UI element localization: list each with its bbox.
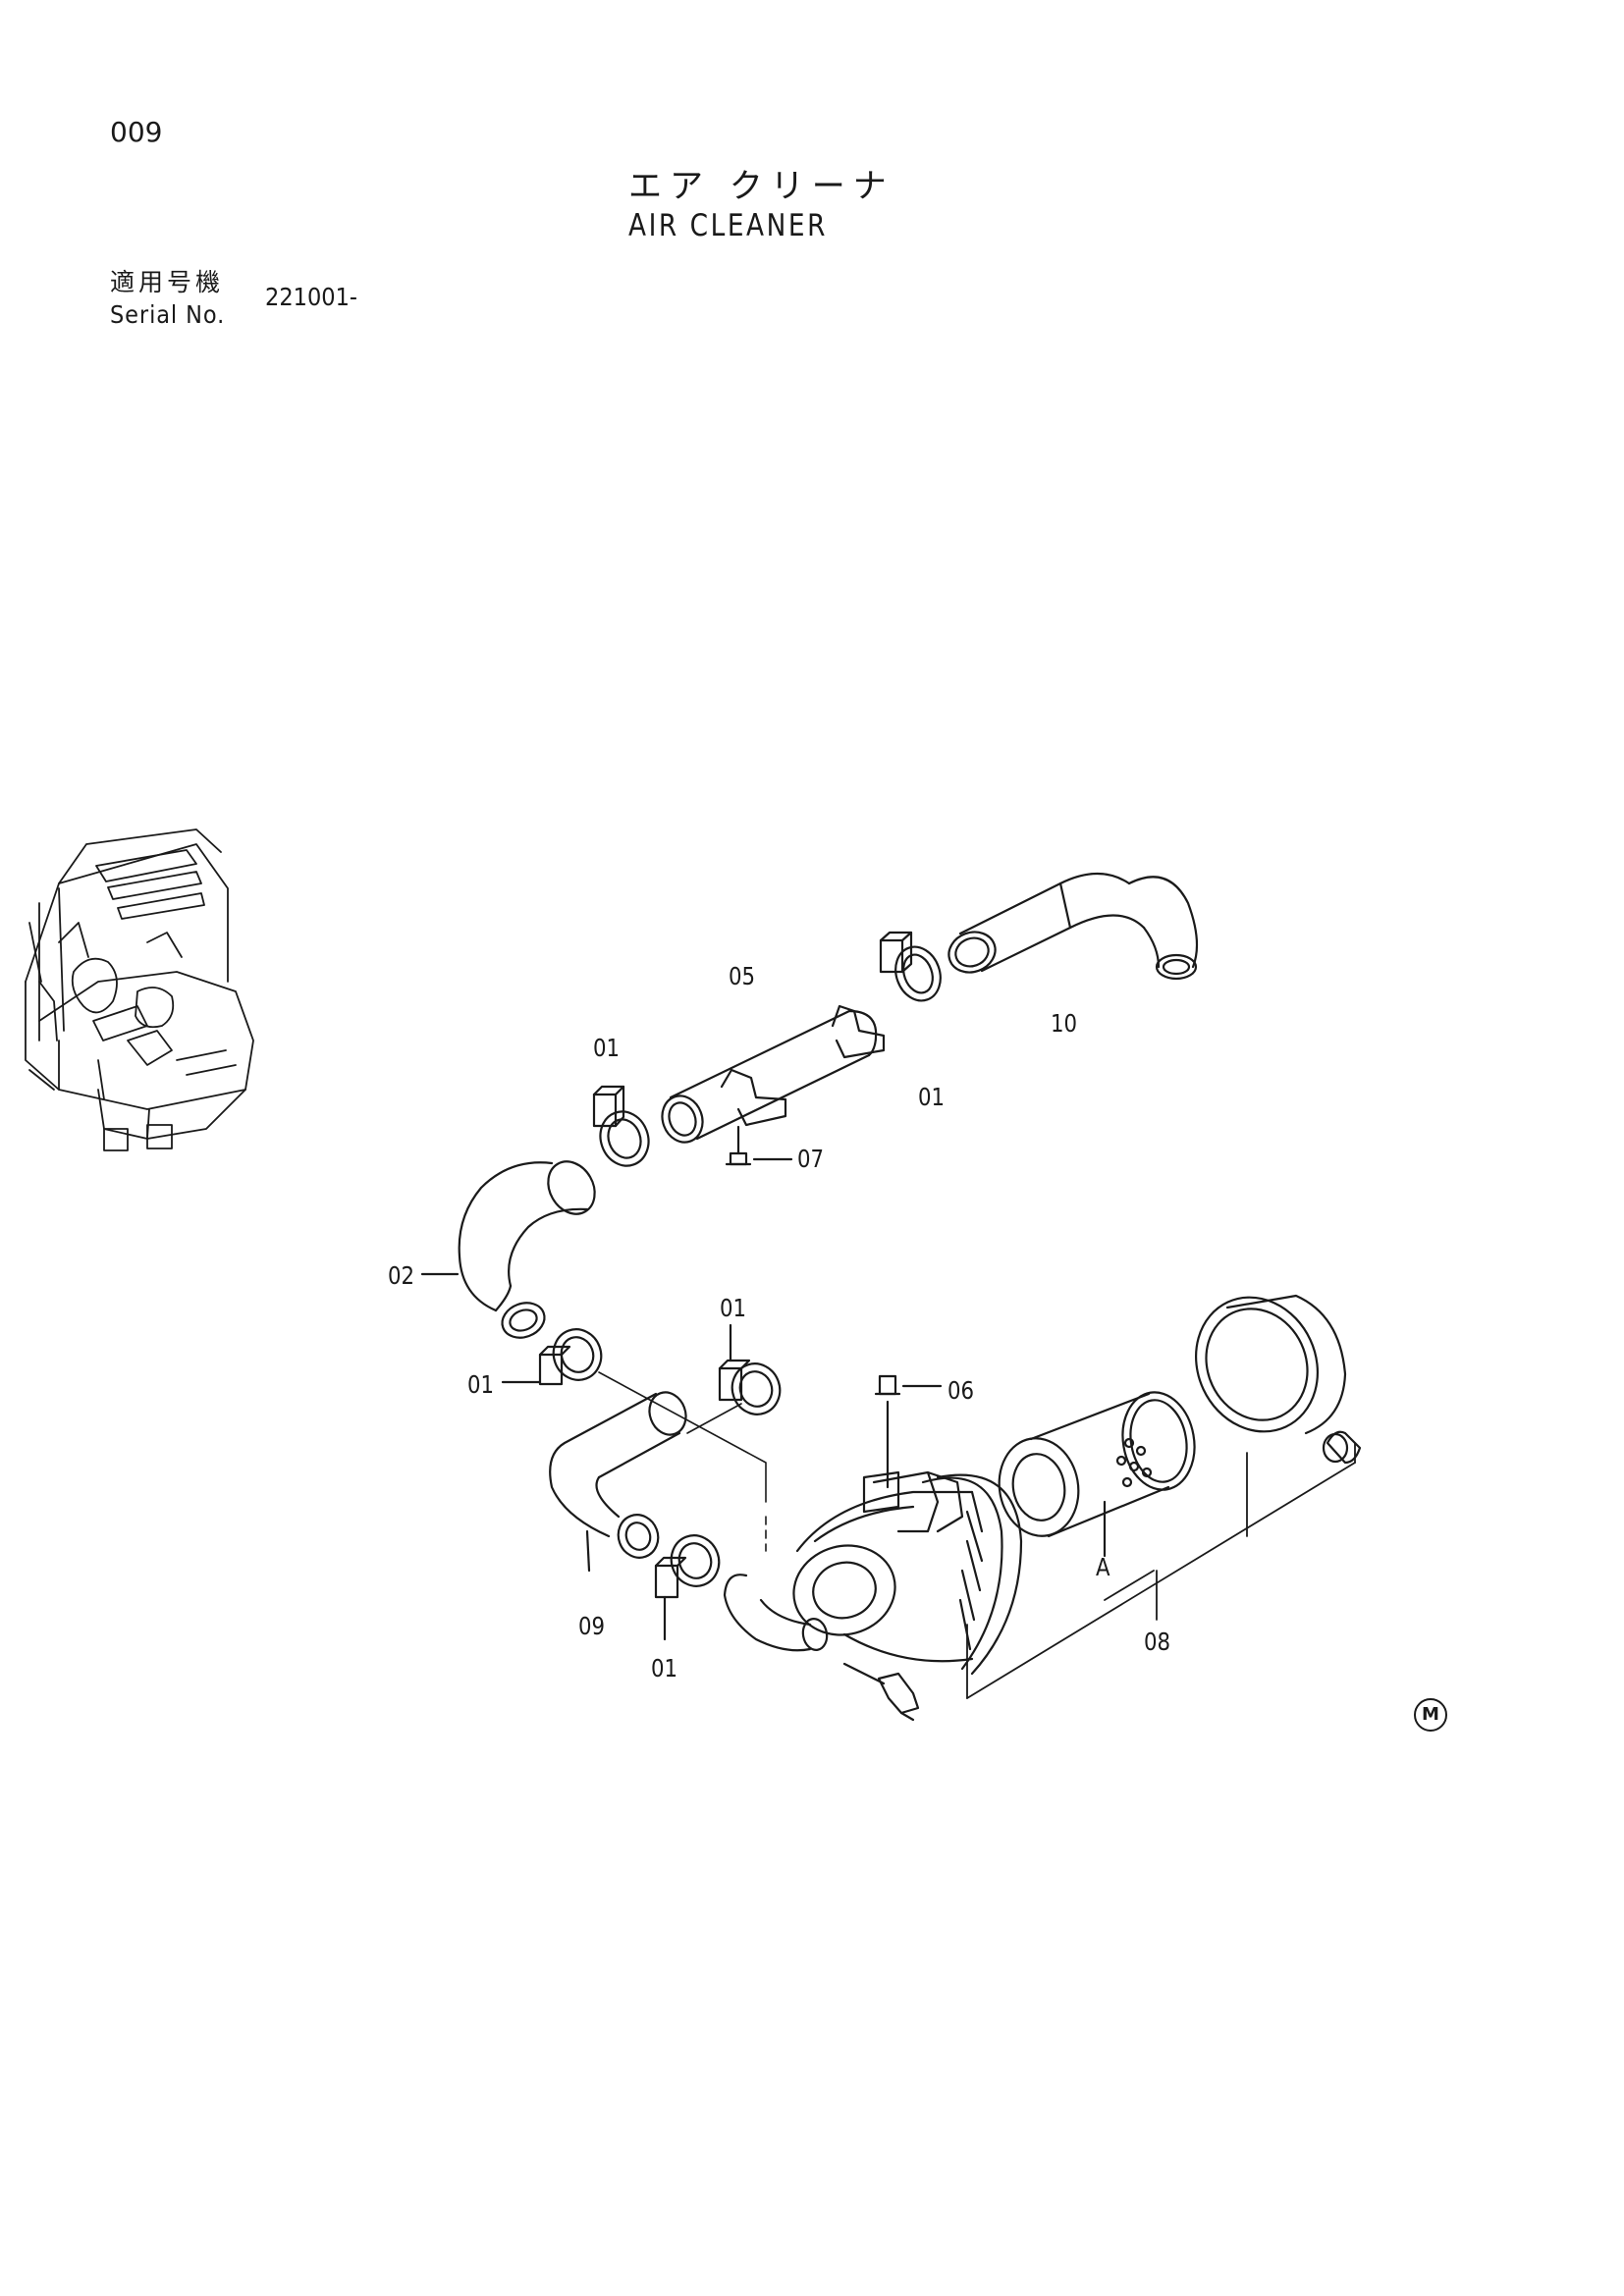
callout-01: 01 <box>651 1654 678 1682</box>
connection-lines <box>598 1371 767 1552</box>
filter-element-a <box>998 1391 1196 1558</box>
callout-10: 10 <box>1051 1009 1078 1038</box>
page-title-japanese: エア クリーナ <box>628 167 894 206</box>
serial-number-value: 221001- <box>265 283 358 311</box>
excavator-thumbnail-icon <box>25 828 254 1151</box>
page-number: 009 <box>110 116 163 148</box>
end-cap <box>1194 1294 1362 1465</box>
callout-01: 01 <box>720 1294 747 1322</box>
air-cleaner-body-08 <box>723 1470 1023 1722</box>
bolt-06 <box>874 1374 943 1489</box>
hose-clamp-01-a <box>879 931 942 1002</box>
serial-label-japanese: 適用号機 <box>110 268 225 296</box>
callout-06: 06 <box>947 1376 975 1405</box>
callout-01: 01 <box>467 1370 495 1399</box>
bolt-07 <box>725 1125 793 1166</box>
page-title: AIR CLEANER <box>628 208 828 243</box>
elbow-09 <box>549 1391 687 1573</box>
hose-02 <box>420 1160 596 1339</box>
hose-10 <box>947 873 1199 981</box>
serial-label: Serial No. <box>110 300 226 329</box>
callout-01: 01 <box>918 1083 946 1111</box>
callout-02: 02 <box>388 1261 415 1290</box>
callout-01: 01 <box>593 1034 621 1062</box>
callout-09: 09 <box>578 1612 606 1640</box>
hose-clamp-01-b <box>592 1085 650 1167</box>
callout-08: 08 <box>1144 1628 1171 1656</box>
hose-clamp-01-d <box>718 1323 782 1415</box>
assembly-08-bracket <box>966 1442 1356 1699</box>
hose-clamp-01-e <box>654 1534 721 1641</box>
callout-07: 07 <box>797 1145 825 1173</box>
hose-clamp-01-c <box>501 1328 603 1386</box>
m-mark-icon: M <box>1414 1698 1447 1732</box>
callout-a: A <box>1096 1553 1110 1581</box>
callout-05: 05 <box>729 962 756 990</box>
pipe-05 <box>661 1004 886 1144</box>
